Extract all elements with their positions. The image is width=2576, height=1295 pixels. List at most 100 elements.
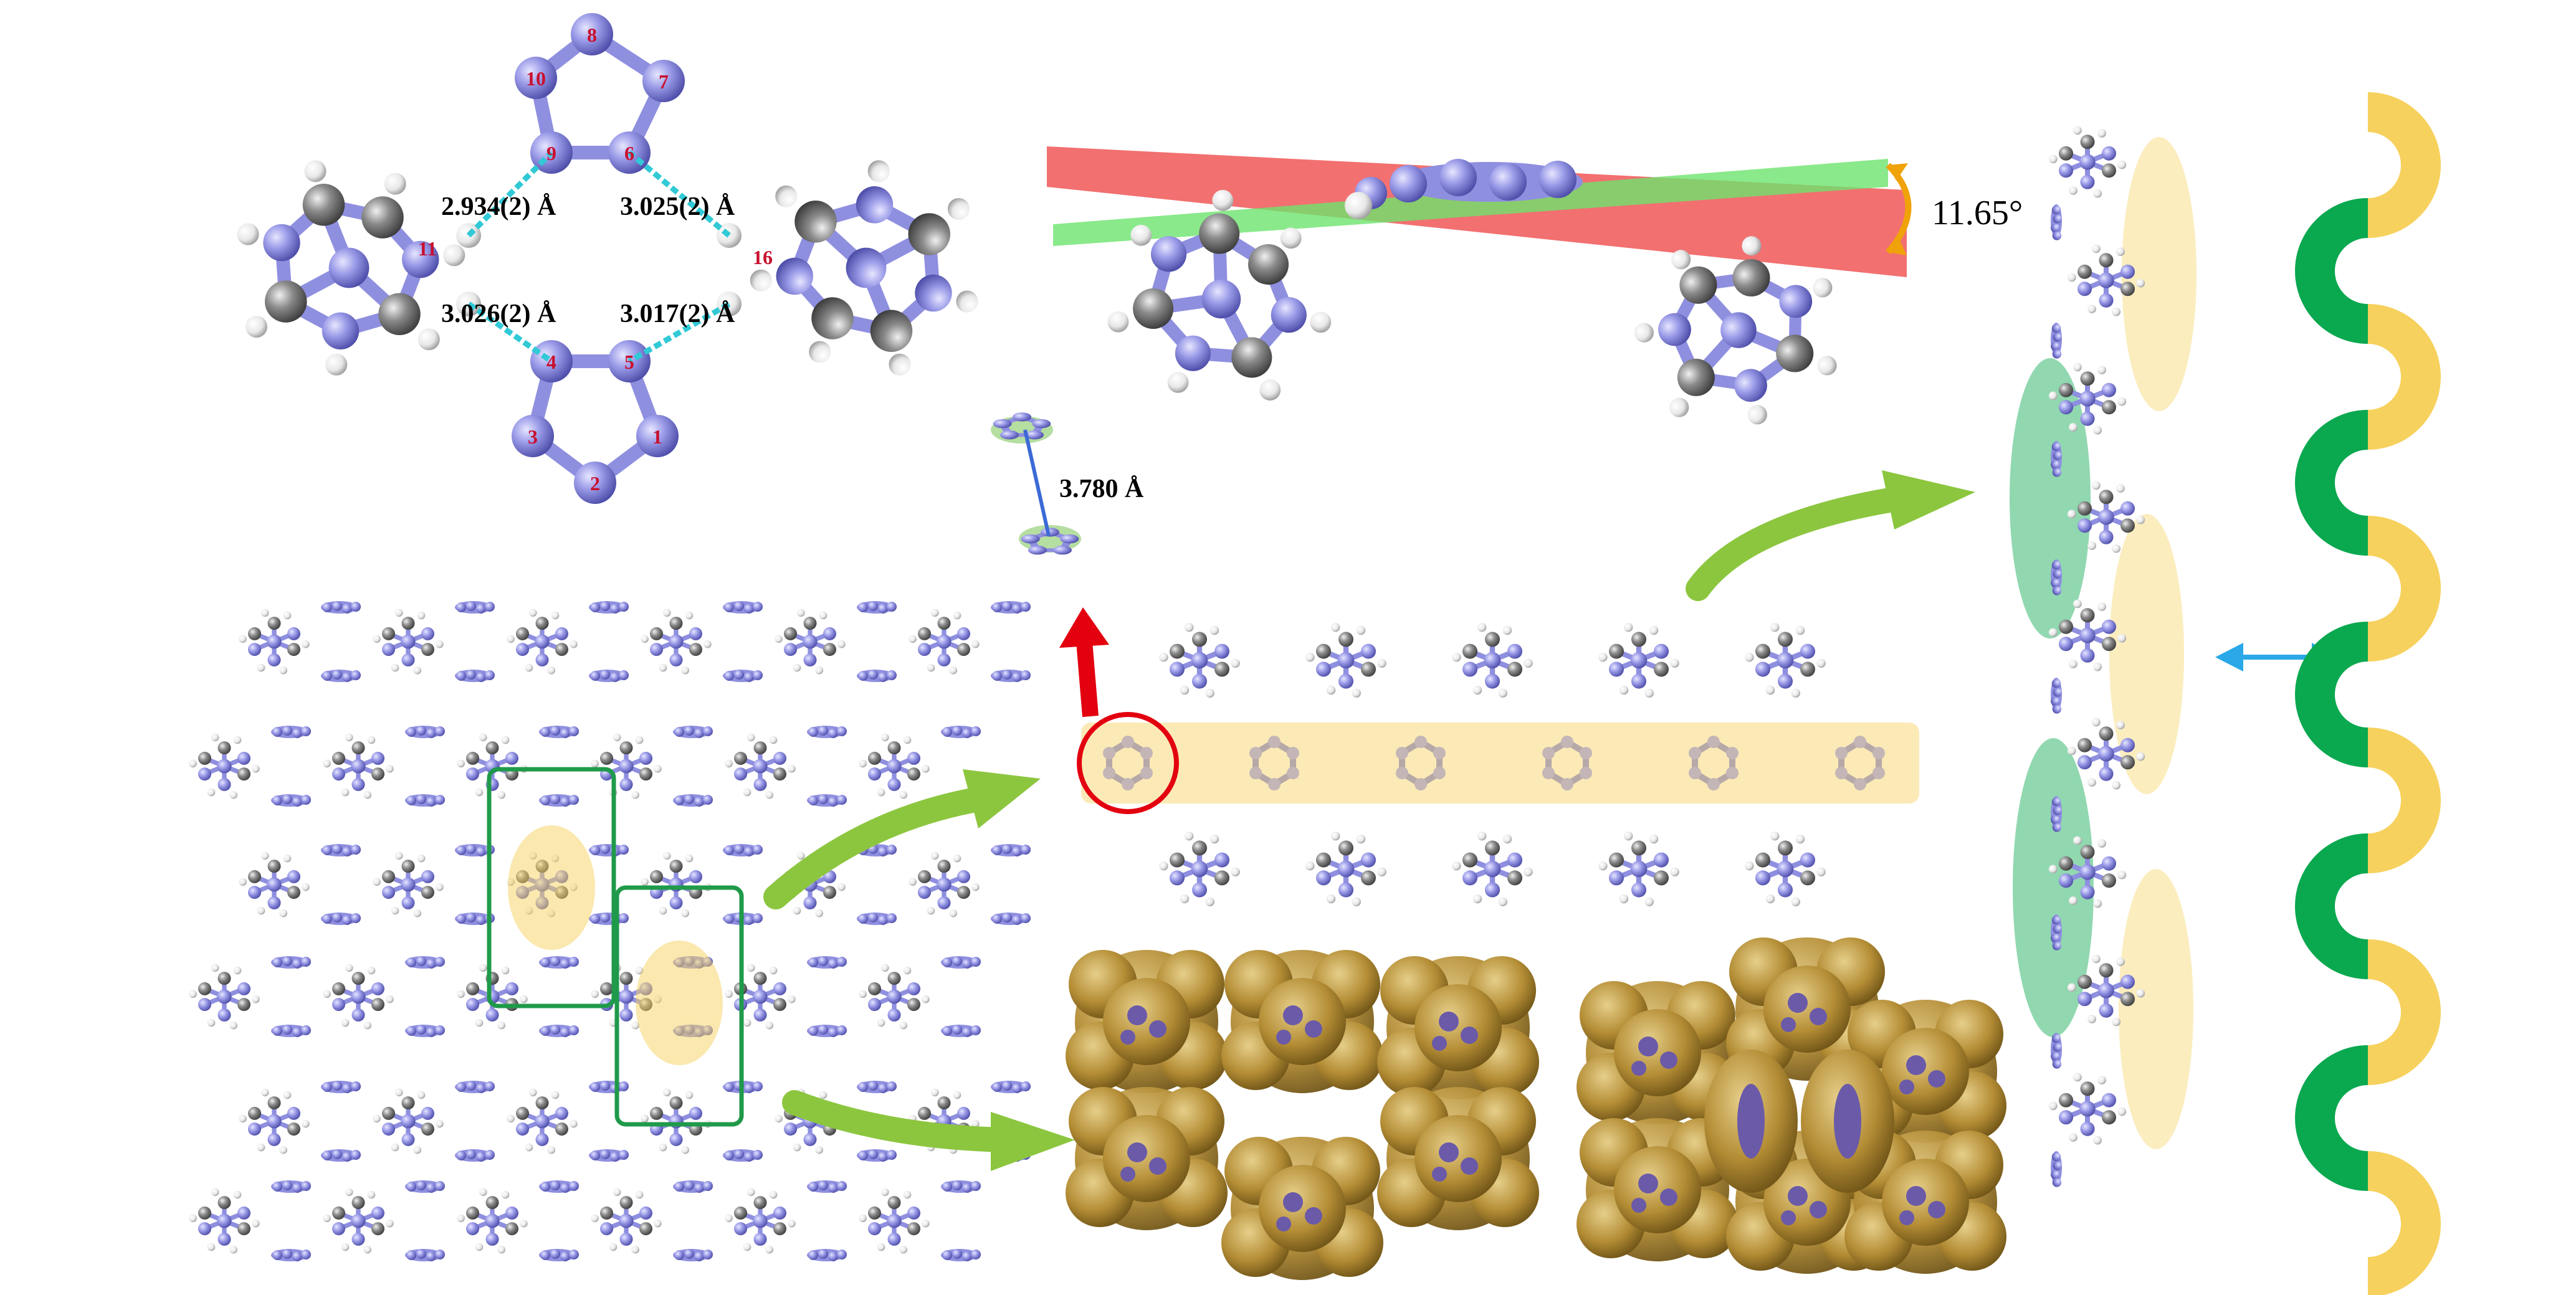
stacking-column-panel: [2010, 126, 2197, 1187]
packing-anion: [539, 1025, 579, 1037]
packing-anion: [991, 844, 1031, 856]
wave-yellow-segment: [2367, 728, 2441, 873]
packing-cation: [909, 609, 979, 675]
chain-cation-bottom: [1745, 832, 1826, 906]
packing-anion: [723, 670, 763, 682]
packing-cation: [725, 1188, 795, 1254]
column-anion: [2051, 323, 2062, 359]
packing-anion: [271, 794, 311, 807]
packing-cation: [909, 852, 979, 918]
highlight-box-1: [487, 767, 616, 1008]
packing-anion: [991, 601, 1031, 614]
packing-anion: [941, 726, 981, 738]
packing-anion: [405, 1025, 445, 1037]
packing-cation: [457, 964, 527, 1030]
packing-anion: [589, 913, 629, 925]
packing-cation: [373, 852, 443, 918]
packing-cation: [239, 609, 309, 675]
packing-anion: [405, 1180, 445, 1193]
right-cation: [750, 160, 978, 376]
packing-anion: [807, 726, 847, 738]
packing-anion: [807, 1025, 847, 1037]
column-cation: [2049, 1073, 2126, 1145]
packing-anion: [321, 670, 361, 682]
packing-anion: [807, 1249, 847, 1261]
wave-schematic: [2295, 92, 2441, 1295]
crystal-packing-panel: [189, 601, 1031, 1261]
packing-cation: [641, 852, 711, 918]
chain-cation-bottom: [1598, 832, 1679, 906]
atom-label-2: 2: [590, 472, 600, 495]
packing-anion: [991, 1081, 1031, 1093]
atom-label-5: 5: [624, 351, 634, 373]
wave-green-segment: [2295, 198, 2369, 344]
packing-anion: [455, 1081, 495, 1093]
hbond-distance-2: 3.025(2) Å: [620, 192, 735, 221]
packing-anion: [539, 1249, 579, 1261]
green-plane: [1053, 159, 1888, 246]
packing-cation: [457, 1188, 527, 1254]
atom-label-16: 16: [753, 246, 773, 268]
packing-anion: [857, 670, 897, 682]
wave-yellow-segment: [2367, 939, 2441, 1085]
packing-anion: [321, 601, 361, 614]
atom-label-4: 4: [546, 351, 556, 373]
wave-green-segment: [2295, 622, 2369, 767]
packing-anion: [673, 794, 713, 807]
packing-anion: [673, 726, 713, 738]
red-arrow: [1059, 607, 1109, 718]
packing-anion: [589, 670, 629, 682]
packing-cation: [591, 734, 661, 799]
dihedral-angle-label: 11.65°: [1932, 194, 2023, 232]
wave-yellow-segment: [2367, 1151, 2441, 1295]
packing-anion: [589, 601, 629, 614]
atom-label-9: 9: [546, 142, 556, 164]
surface-panel-left: [1066, 950, 1539, 1280]
packing-anion: [321, 844, 361, 856]
atom-label-1: 1: [652, 425, 662, 448]
packing-cation: [859, 964, 929, 1030]
packing-anion: [321, 1081, 361, 1093]
chain-ring-circle: [1077, 712, 1179, 814]
packing-anion: [941, 1025, 981, 1037]
packing-anion: [723, 601, 763, 614]
packing-anion: [673, 1180, 713, 1193]
green-arrow-to-chain: [763, 769, 1041, 909]
chain-cation-top: [1598, 623, 1679, 698]
green-arrow-to-column: [1686, 470, 1975, 601]
packing-cation: [641, 609, 711, 675]
packing-anion: [405, 794, 445, 807]
packing-cation: [373, 609, 443, 675]
packing-anion: [271, 1180, 311, 1193]
packing-cation: [859, 1188, 929, 1254]
stacking-inset: 3.780 Å: [991, 412, 1144, 554]
hbond-distance-1: 2.934(2) Å: [441, 192, 556, 221]
atom-label-7: 7: [659, 70, 669, 93]
packing-anion: [941, 1180, 981, 1193]
packing-anion: [941, 956, 981, 969]
atom-label-6: 6: [624, 142, 634, 164]
packing-cation: [189, 1188, 259, 1254]
top-anion-ring: [515, 13, 685, 174]
packing-anion: [589, 1149, 629, 1162]
atom-label-8: 8: [587, 24, 597, 46]
packing-anion: [271, 726, 311, 738]
atom-label-3: 3: [528, 425, 538, 448]
packing-anion: [271, 1249, 311, 1261]
column-anion: [2051, 678, 2062, 714]
highlight-box-2: [614, 885, 744, 1127]
wave-green-segment: [2295, 833, 2369, 979]
column-anion: [2051, 1151, 2062, 1187]
packing-cation: [323, 1188, 393, 1254]
packing-anion: [455, 601, 495, 614]
packing-anion: [857, 913, 897, 925]
chain-cation-bottom: [1452, 832, 1533, 906]
chain-highlight-band: [1081, 723, 1919, 804]
packing-cation: [189, 734, 259, 799]
hbond-distance-3: 3.026(2) Å: [441, 300, 556, 328]
wave-yellow-segment: [2367, 92, 2441, 238]
packing-anion: [991, 913, 1031, 925]
packing-cation: [457, 734, 527, 799]
packing-anion: [857, 1149, 897, 1162]
